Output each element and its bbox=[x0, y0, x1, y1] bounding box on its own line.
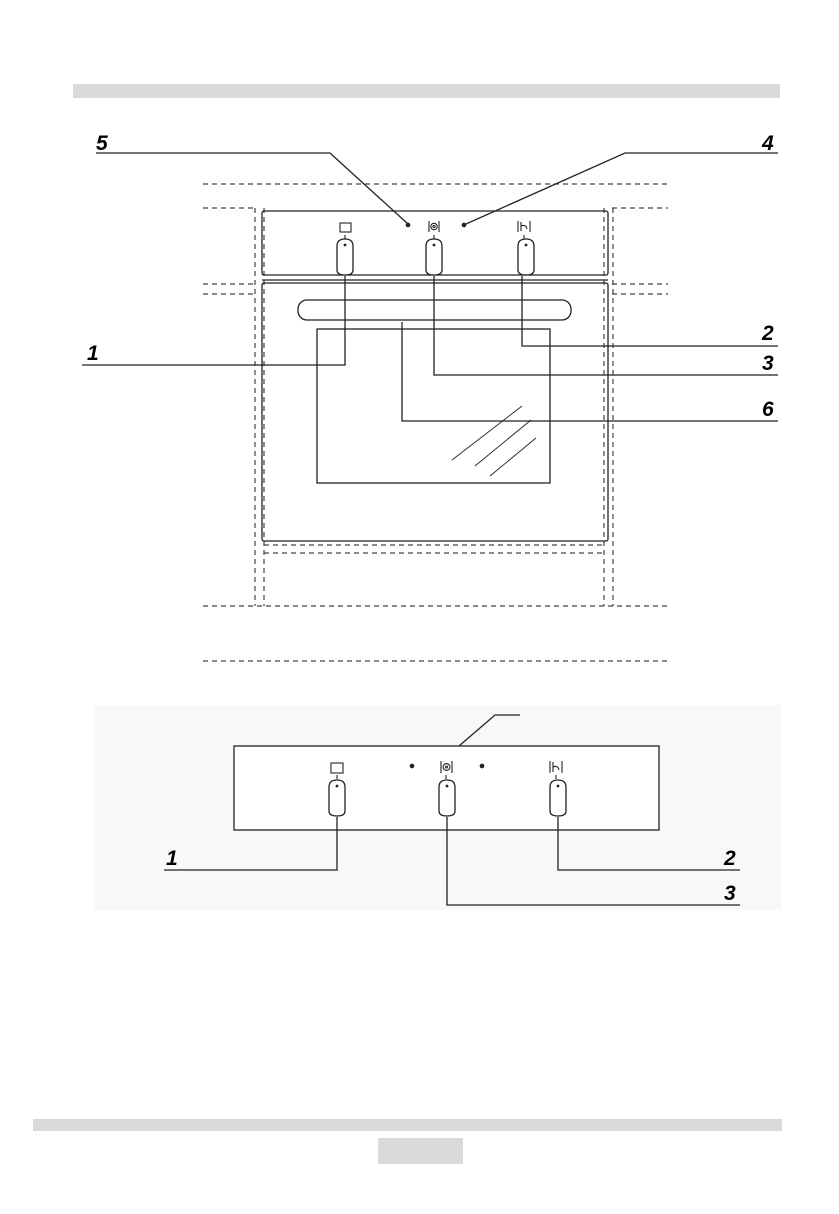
callout-2: 2 bbox=[723, 847, 736, 870]
leader-lines-top bbox=[82, 153, 778, 421]
timer-knob bbox=[518, 239, 534, 275]
temperature-knob bbox=[426, 239, 442, 275]
callout-3: 3 bbox=[724, 882, 736, 905]
function-knob bbox=[337, 239, 353, 275]
function-knob bbox=[329, 780, 345, 816]
temperature-knob bbox=[439, 780, 455, 816]
panel-symbols-top bbox=[340, 221, 530, 239]
callout-4: 4 bbox=[761, 132, 774, 155]
callout-2: 2 bbox=[761, 322, 774, 345]
callout-5: 5 bbox=[96, 132, 108, 155]
indicator-lamp bbox=[462, 223, 466, 227]
indicator-lamp bbox=[480, 764, 484, 768]
timer-knob bbox=[550, 780, 566, 816]
callout-1: 1 bbox=[87, 342, 99, 365]
timer-icon bbox=[518, 221, 530, 232]
callout-1: 1 bbox=[166, 847, 178, 870]
callout-3: 3 bbox=[762, 352, 774, 375]
function-icon bbox=[340, 223, 351, 232]
callout-6: 6 bbox=[762, 398, 774, 421]
indicator-lamp bbox=[410, 764, 414, 768]
temperature-icon bbox=[429, 221, 439, 232]
